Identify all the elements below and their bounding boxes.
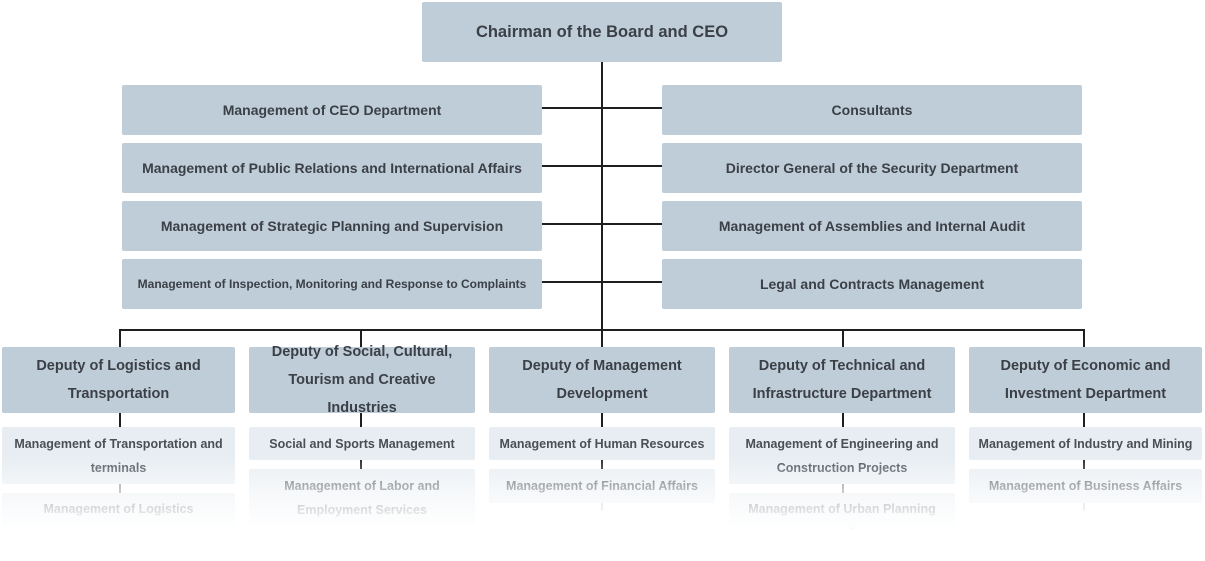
staff-node-public-relations: Management of Public Relations and Inter…	[122, 143, 542, 193]
staff-node-strategic-planning: Management of Strategic Planning and Sup…	[122, 201, 542, 251]
staff-node-consultants: Consultants	[662, 85, 1082, 135]
staff-connector-4	[542, 281, 662, 283]
unit-connector	[119, 413, 121, 427]
staff-connector-1	[542, 107, 662, 109]
unit-connector	[842, 413, 844, 427]
staff-node-legal-contracts: Legal and Contracts Management	[662, 259, 1082, 309]
deputy-node-management-development: Deputy of Management Development	[489, 347, 715, 413]
unit-node: Management of Human Resources	[489, 427, 715, 460]
unit-node: Management of Urban Planning and	[729, 493, 955, 529]
unit-node: Management of Transportation and termina…	[2, 427, 235, 484]
deputy-drop-4	[842, 329, 844, 347]
unit-connector	[360, 460, 362, 469]
unit-node: Management of Logistics	[2, 493, 235, 529]
trunk-line	[601, 62, 603, 331]
unit-connector	[842, 484, 844, 493]
unit-node: Management of Business Affairs	[969, 469, 1202, 503]
unit-connector	[1083, 413, 1085, 427]
staff-node-security: Director General of the Security Departm…	[662, 143, 1082, 193]
unit-node: Management of Labor and Employment Servi…	[249, 469, 475, 526]
deputy-node-economic: Deputy of Economic and Investment Depart…	[969, 347, 1202, 413]
deputy-node-social-cultural: Deputy of Social, Cultural, Tourism and …	[249, 344, 475, 416]
unit-node: Management of Industry and Mining	[969, 427, 1202, 460]
deputy-drop-1	[119, 329, 121, 347]
staff-node-inspection: Management of Inspection, Monitoring and…	[122, 259, 542, 309]
unit-connector	[601, 503, 603, 511]
unit-node: Management of Financial Affairs	[489, 469, 715, 503]
chairman-ceo-node: Chairman of the Board and CEO	[422, 2, 782, 62]
unit-connector	[360, 413, 362, 427]
staff-connector-3	[542, 223, 662, 225]
deputy-drop-2	[360, 329, 362, 347]
unit-connector	[1083, 460, 1085, 469]
deputy-drop-3	[601, 329, 603, 347]
staff-node-assemblies-audit: Management of Assemblies and Internal Au…	[662, 201, 1082, 251]
staff-node-ceo-department: Management of CEO Department	[122, 85, 542, 135]
deputy-node-technical: Deputy of Technical and Infrastructure D…	[729, 347, 955, 413]
unit-connector	[119, 484, 121, 493]
deputy-drop-5	[1083, 329, 1085, 347]
staff-connector-2	[542, 165, 662, 167]
unit-connector	[1083, 503, 1085, 511]
unit-connector	[601, 413, 603, 427]
unit-node: Social and Sports Management	[249, 427, 475, 460]
unit-connector	[601, 460, 603, 469]
unit-node: Management of Engineering and Constructi…	[729, 427, 955, 484]
deputy-node-logistics: Deputy of Logistics and Transportation	[2, 347, 235, 413]
